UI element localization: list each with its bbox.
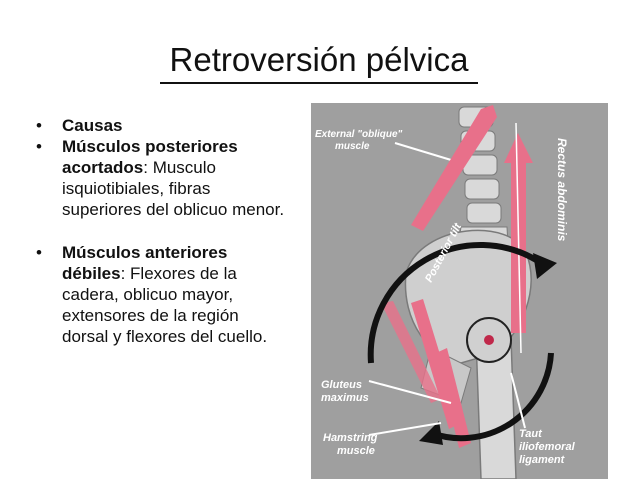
bullet-posterior-text: : Musculo isquiotibiales, fibras superio… [62, 158, 285, 219]
bullet-posterior-muscles: • Músculos posteriores acortados: Muscul… [36, 136, 286, 220]
label-taut-2: iliofemoral [519, 441, 576, 453]
label-taut-1: Taut [519, 428, 543, 440]
bullet-anterior-muscles: • Músculos anteriores débiles: Flexores … [36, 242, 286, 347]
bullet-causas-label: Causas [62, 116, 123, 135]
bullet-dot: • [36, 116, 42, 135]
bullet-anterior-text: : Flexores de la cadera, oblicuo mayor, … [62, 264, 268, 346]
bullet-list: • Causas • Músculos posteriores acortado… [36, 115, 286, 347]
bullet-causas: • Causas [36, 115, 286, 136]
pelvis-drawing: External "oblique" muscle Rectus abdomin… [311, 103, 608, 479]
label-hamstring-1: Hamstring [323, 432, 378, 444]
label-hamstring-2: muscle [337, 445, 375, 457]
bullet-posterior-label: Músculos posteriores acortados [62, 137, 238, 177]
label-gluteus-1: Gluteus [321, 379, 362, 391]
label-external-oblique-2: muscle [335, 141, 370, 152]
label-gluteus-2: maximus [321, 392, 369, 404]
label-taut-3: ligament [519, 454, 566, 466]
slide-title: Retroversión pélvica [169, 41, 469, 78]
title-underline [160, 82, 478, 84]
label-rectus: Rectus abdominis [555, 138, 569, 242]
bullet-dot: • [36, 137, 42, 156]
pelvis-illustration: External "oblique" muscle Rectus abdomin… [311, 103, 608, 479]
bullet-dot: • [36, 243, 42, 262]
bullet-anterior-label: Músculos anteriores débiles [62, 243, 228, 283]
label-external-oblique-1: External "oblique" [315, 129, 403, 140]
